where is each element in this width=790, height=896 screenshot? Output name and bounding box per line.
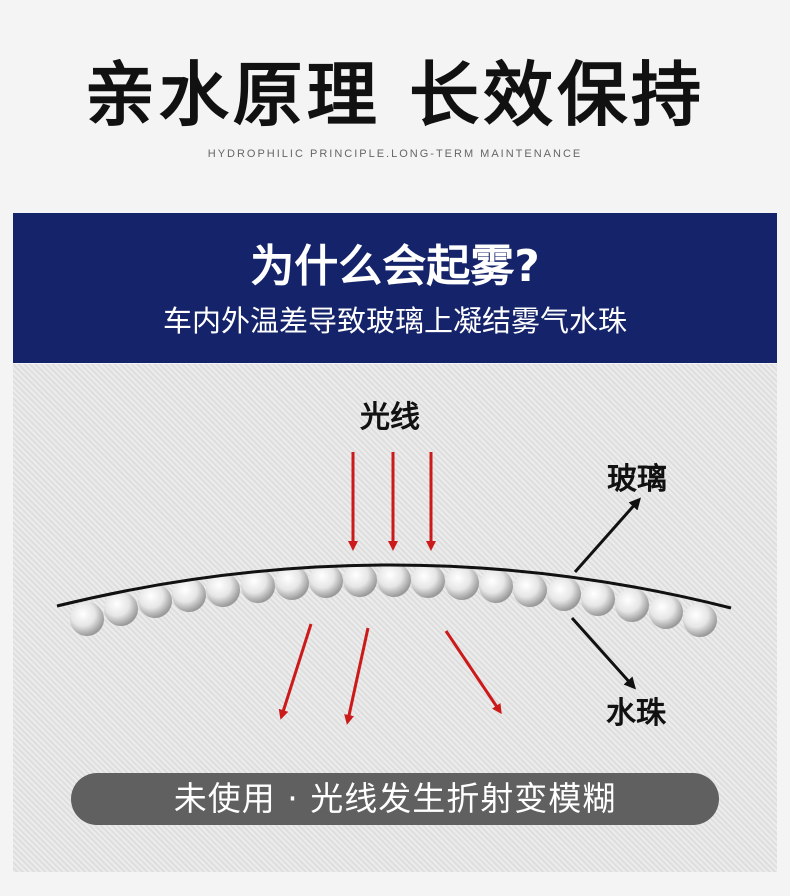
glass-label: 玻璃 (607, 462, 667, 497)
water-droplet (547, 577, 581, 611)
refracted-light-arrow (278, 623, 313, 720)
incoming-light-arrows (348, 452, 436, 551)
water-droplet (70, 602, 104, 636)
water-droplet (172, 578, 206, 612)
page-subtitle: HYDROPHILIC PRINCIPLE.LONG-TERM MAINTENA… (207, 148, 583, 160)
droplet-label: 水珠 (606, 696, 667, 731)
water-droplet (479, 569, 513, 603)
water-droplet (377, 563, 411, 597)
refracted-light-arrow (444, 630, 502, 715)
banner-description: 车内外温差导致玻璃上凝结雾气水珠 (162, 304, 627, 338)
water-droplet (104, 592, 138, 626)
refracted-light-arrow (344, 627, 370, 725)
water-droplets (70, 563, 717, 637)
water-droplet (445, 566, 479, 600)
water-droplet (615, 588, 649, 622)
water-droplet (309, 564, 343, 598)
water-droplet (683, 603, 717, 637)
water-droplet (275, 566, 309, 600)
glass-pointer-arrow (573, 497, 641, 573)
light-label: 光线 (360, 400, 420, 435)
refracted-light-arrows (278, 623, 502, 725)
water-droplet (241, 569, 275, 603)
water-droplet (581, 582, 615, 616)
water-droplet (138, 584, 172, 618)
banner-question: 为什么会起雾? (250, 241, 540, 292)
water-droplet (411, 564, 445, 598)
caption-pill: 未使用 · 光线发生折射变模糊 (71, 773, 719, 825)
caption-text: 未使用 · 光线发生折射变模糊 (173, 779, 617, 818)
water-droplet (513, 573, 547, 607)
water-droplet (649, 595, 683, 629)
question-banner: 为什么会起雾? 车内外温差导致玻璃上凝结雾气水珠 (13, 213, 777, 363)
water-droplet (343, 563, 377, 597)
glass-curve (56, 563, 732, 610)
page-title: 亲水原理 长效保持 (84, 54, 706, 136)
water-droplet (206, 573, 240, 607)
droplet-pointer-arrow (570, 616, 637, 690)
